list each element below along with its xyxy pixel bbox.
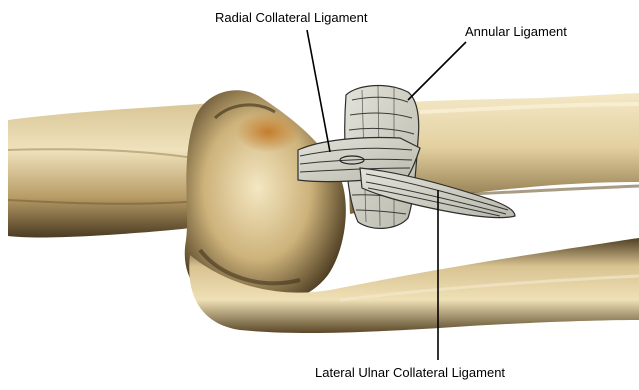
leader-line-radial-collateral [307,30,330,152]
label-radial-collateral-ligament: Radial Collateral Ligament [215,10,367,25]
leader-line-annular [408,42,466,100]
label-lateral-ulnar-collateral-ligament: Lateral Ulnar Collateral Ligament [315,365,505,380]
label-annular-ligament: Annular Ligament [465,24,567,39]
